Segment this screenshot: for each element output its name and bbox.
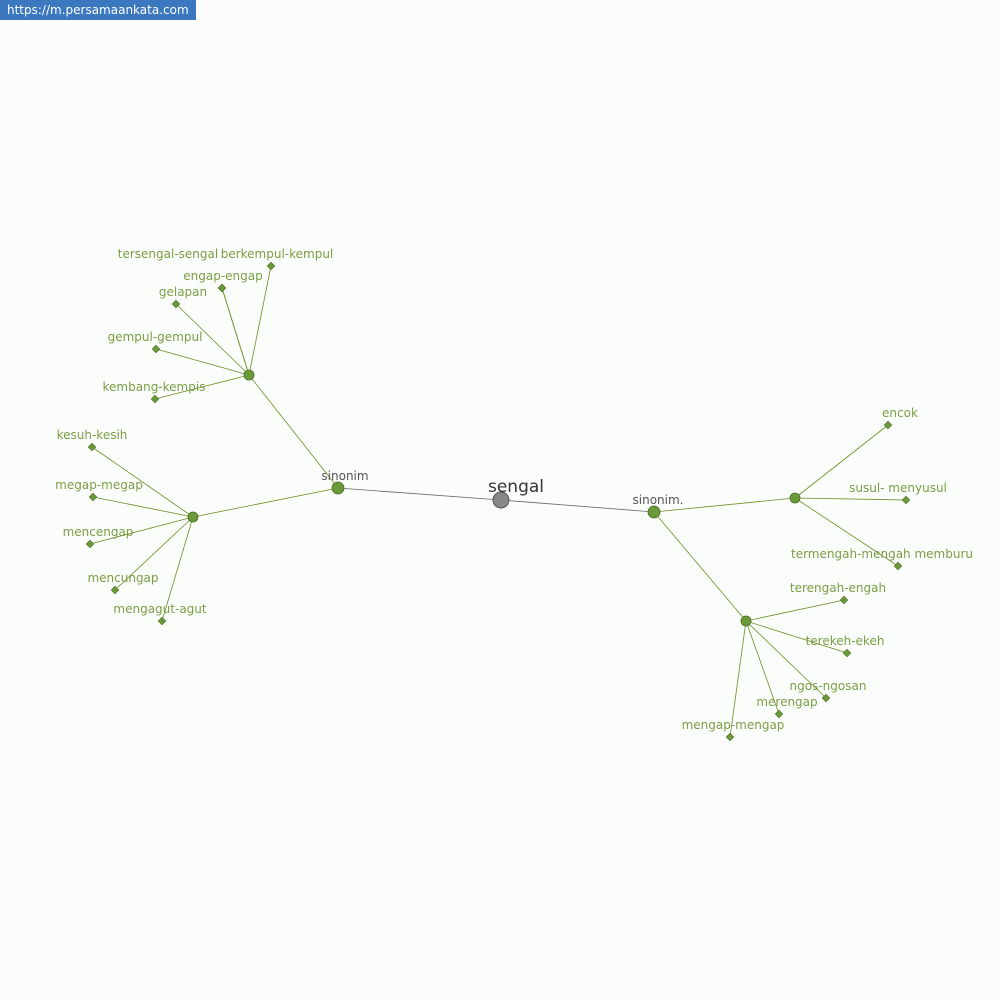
leaf-label-engap-engap[interactable]: engap-engap: [183, 269, 262, 283]
leaf-edge: [794, 497, 907, 501]
leaf-node: [151, 344, 161, 354]
group-label-1[interactable]: sinonim.: [633, 493, 684, 507]
leaf-edge: [745, 620, 780, 715]
leaf-edge: [92, 496, 194, 518]
cluster-edge: [192, 487, 339, 518]
leaf-node: [87, 442, 97, 452]
leaf-label-berkempul-kempul[interactable]: berkempul-kempul: [221, 247, 334, 261]
leaf-edge: [161, 516, 194, 622]
leaf-edge: [745, 599, 845, 622]
leaf-label-kembang-kempis[interactable]: kembang-kempis: [103, 380, 206, 394]
leaf-label-kesuh-kesih[interactable]: kesuh-kesih: [57, 428, 128, 442]
leaf-edge: [794, 424, 889, 499]
leaf-edge: [794, 497, 899, 567]
leaf-node: [110, 585, 120, 595]
leaf-node: [217, 283, 227, 293]
leaf-label-tersengal-sengal[interactable]: tersengal-sengal: [118, 247, 218, 261]
leaf-edge: [114, 516, 194, 591]
source-url-link[interactable]: https://m.persamaankata.com: [0, 0, 196, 20]
leaf-edge: [221, 287, 250, 376]
leaf-label-terengah-engah[interactable]: terengah-engah: [790, 581, 886, 595]
leaf-node: [839, 595, 849, 605]
leaf-label-mengap-mengap[interactable]: mengap-mengap: [682, 718, 785, 732]
root-edge: [500, 499, 655, 513]
leaf-node: [821, 693, 831, 703]
leaf-label-megap-megap[interactable]: megap-megap: [55, 478, 143, 492]
graph-edges: [89, 265, 907, 738]
leaf-edge: [248, 265, 272, 376]
group-label-0[interactable]: sinonim: [321, 469, 368, 483]
leaf-label-ngos-ngosan[interactable]: ngos-ngosan: [790, 679, 867, 693]
leaf-node: [85, 539, 95, 549]
root-edge: [337, 487, 502, 501]
leaf-node: [774, 709, 784, 719]
cluster-edge: [653, 511, 747, 622]
group-node: [331, 481, 345, 495]
leaf-label-termengah-mengah-memburu[interactable]: termengah-mengah memburu: [791, 547, 973, 561]
leaf-edge: [745, 620, 827, 699]
leaf-label-mengagut-agut[interactable]: mengagut-agut: [113, 602, 206, 616]
leaf-node: [725, 732, 735, 742]
graph-nodes: [85, 261, 911, 742]
leaf-node: [171, 299, 181, 309]
leaf-label-gempul-gempul[interactable]: gempul-gempul: [108, 330, 203, 344]
leaf-node: [157, 616, 167, 626]
leaf-label-merengap[interactable]: merengap: [756, 695, 817, 709]
cluster-edge: [248, 374, 339, 489]
leaf-label-mencengap[interactable]: mencengap: [63, 525, 134, 539]
leaf-edge: [155, 348, 250, 376]
leaf-edge: [91, 446, 194, 518]
leaf-node: [266, 261, 276, 271]
root-label[interactable]: sengal: [488, 477, 544, 497]
leaf-edge: [89, 516, 194, 545]
leaf-edge: [729, 620, 747, 738]
root-node: [492, 491, 510, 509]
leaf-node: [88, 492, 98, 502]
leaf-node: [883, 420, 893, 430]
leaf-edge: [175, 303, 250, 376]
cluster-node: [243, 369, 255, 381]
cluster-node: [789, 492, 801, 504]
leaf-node: [893, 561, 903, 571]
cluster-edge: [653, 497, 796, 513]
cluster-node: [187, 511, 199, 523]
cluster-node: [740, 615, 752, 627]
leaf-edge: [154, 374, 250, 400]
group-node: [647, 505, 661, 519]
leaf-label-mencungap[interactable]: mencungap: [87, 571, 158, 585]
leaf-label-encok[interactable]: encok: [882, 406, 918, 420]
leaf-node: [901, 495, 911, 505]
leaf-label-terekeh-ekeh[interactable]: terekeh-ekeh: [806, 634, 885, 648]
leaf-node: [842, 648, 852, 658]
leaf-label-susul-menyusul[interactable]: susul- menyusul: [849, 481, 947, 495]
leaf-node: [150, 394, 160, 404]
leaf-edge: [745, 620, 848, 654]
leaf-label-gelapan[interactable]: gelapan: [159, 285, 207, 299]
